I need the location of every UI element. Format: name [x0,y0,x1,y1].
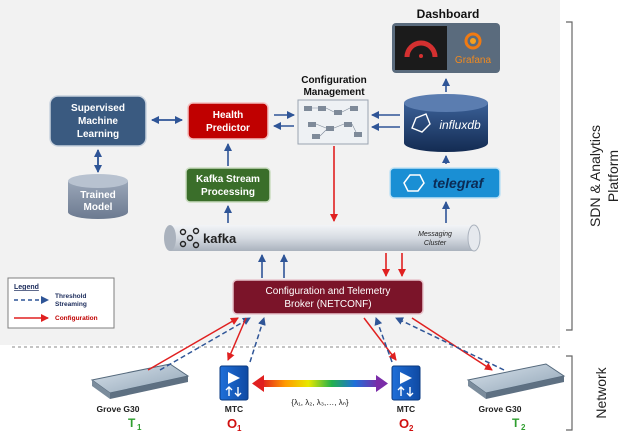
right-mtc-label: MTC [397,404,415,414]
health-predictor-box: Health Predictor [187,102,269,140]
gauge-needle [419,54,423,58]
influxdb-label: influxdb [439,118,481,132]
t1-subscript: 1 [137,423,142,432]
terminal-t1-label: T 1 [128,416,142,432]
trained-line-1: Trained [80,190,116,201]
arrow-broker-to-grove-right [411,317,493,371]
sml-line-1: Supervised [71,103,125,114]
config-mgmt-line-1: Configuration [301,75,367,86]
platform-arrows [94,78,450,278]
gauge-icon [404,40,438,58]
sml-line-3: Learning [77,129,119,140]
supervised-ml-box: Supervised Machine Learning [49,95,147,147]
left-mtc-label: MTC [225,404,243,414]
optical-o2-label: O 2 [399,416,414,433]
telegraf-icon [403,174,425,192]
kafka-label: kafka [203,231,237,246]
influxdb-icon [411,113,431,133]
right-device-label: Grove G30 [479,404,522,414]
dashboard-screen [395,26,447,70]
wavelength-link [252,375,388,392]
kafka-icon [179,227,200,249]
legend-configuration-label: Configuration [55,315,98,322]
messaging-line-2: Cluster [424,240,447,247]
wavelength-label: {λ₁, λ₂, λ₃,…, λₙ} [291,398,348,407]
network-label: Network [593,366,609,418]
kafka-stream-processing-box: Kafka Stream Processing [185,167,271,203]
network-bracket [566,355,573,431]
o1-subscript: 1 [237,424,242,433]
dashboard-group: Dashboard Grafana [392,7,500,73]
influxdb-db: influxdb [404,94,488,152]
arrow-broker-to-mtc-left [227,317,247,361]
config-mgmt-line-2: Management [303,87,365,98]
legend-threshold-line-1: Threshold [55,293,86,300]
optical-o1-label: O 1 [227,416,242,433]
arrow-grove-left-telemetry [159,317,251,371]
o2-letter: O [399,416,409,431]
left-device-label: Grove G30 [97,404,140,414]
grove-g30-left [90,363,190,399]
trained-model-db: Trained Model [68,174,128,219]
kafka-stream-line-1: Kafka Stream [196,174,260,185]
legend-threshold-line-2: Streaming [55,301,87,308]
t1-letter: T [128,416,136,430]
broker-line-1: Configuration and Telemetry [266,286,391,297]
sdn-label-line-1: SDN & Analytics [587,125,603,227]
arrow-grove-left-config [147,317,239,371]
grafana-label: Grafana [455,55,492,66]
broker-network-arrows [147,317,505,371]
o1-letter: O [227,416,237,431]
messaging-line-1: Messaging [418,231,452,238]
arrow-broker-to-mtc-right [363,317,397,361]
broker-line-2: Broker (NETCONF) [284,299,371,310]
sdn-bracket [566,21,573,331]
grove-g30-right [466,363,566,399]
telegraf-box: telegraf [389,167,501,199]
mtc-left-icon [219,365,249,401]
dashboard-title: Dashboard [417,7,480,21]
sml-line-2: Machine [78,116,118,127]
telegraf-label: telegraf [433,175,485,191]
kafka-messaging-cluster: kafka Messaging Cluster [164,224,481,252]
t2-subscript: 2 [521,423,526,432]
configuration-management: Configuration Management [297,75,369,145]
grafana-icon [464,32,482,50]
kafka-stream-line-2: Processing [201,187,255,198]
o2-subscript: 2 [409,424,414,433]
legend: Legend Threshold Streaming Configuration [7,277,115,329]
workflow-edges [312,107,357,137]
mtc-right-icon [391,365,421,401]
terminal-t2-label: T 2 [512,416,526,432]
health-line-2: Predictor [206,123,250,134]
sdn-label-line-2: Platform [605,150,621,202]
t2-letter: T [512,416,520,430]
arrow-grove-right-telemetry [395,317,505,371]
config-arrows-platform [330,146,406,277]
legend-title: Legend [14,284,39,291]
workflow-nodes [304,106,362,139]
trained-line-2: Model [84,202,113,213]
health-line-1: Health [213,110,244,121]
telemetry-broker-box: Configuration and Telemetry Broker (NETC… [232,279,424,315]
